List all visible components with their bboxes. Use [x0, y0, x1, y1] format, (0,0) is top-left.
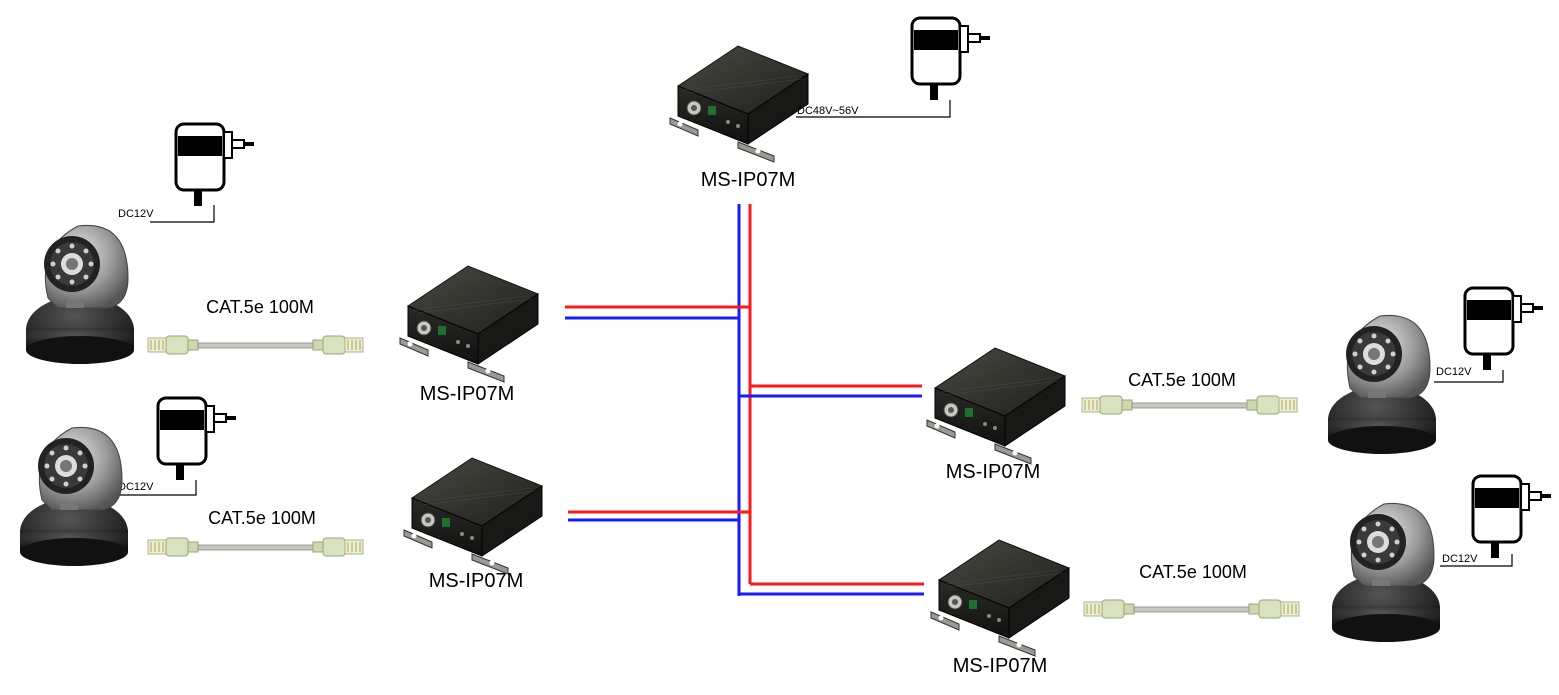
rj45-cable-icon	[1083, 599, 1300, 619]
psu-top-lead	[796, 100, 951, 118]
psu-right-lower-voltage: DC12V	[1442, 553, 1478, 565]
unit-left-lower-label: MS-IP07M	[429, 570, 523, 592]
ip-camera-icon	[25, 224, 135, 365]
unit-left-upper-label: MS-IP07M	[420, 383, 514, 405]
power-adapter-icon	[158, 116, 272, 230]
psu-right-lower-lead	[1440, 554, 1513, 567]
ip-camera-icon	[19, 426, 129, 567]
rj45-cable-icon	[147, 335, 364, 355]
cable-right-upper-label: CAT.5e 100M	[1128, 370, 1236, 390]
psu-left-upper-lead	[150, 205, 215, 223]
psu-left-lower-lead	[116, 480, 197, 496]
poe-extender-icon	[403, 457, 543, 575]
rj45-cable-icon	[1081, 395, 1298, 415]
psu-right-upper-voltage: DC12V	[1436, 366, 1472, 378]
rj45-cable-icon	[147, 537, 364, 557]
poe-extender-icon	[669, 45, 809, 163]
unit-top-label: MS-IP07M	[701, 169, 795, 191]
ip-camera-icon	[1331, 502, 1441, 643]
poe-extender-icon	[399, 265, 539, 383]
psu-right-upper-lead	[1434, 370, 1504, 383]
trunk-wires	[565, 204, 924, 596]
cable-left-upper-label: CAT.5e 100M	[206, 297, 314, 317]
cable-right-lower-label: CAT.5e 100M	[1139, 562, 1247, 582]
poe-extender-icon	[926, 347, 1066, 465]
ip-camera-icon	[1327, 314, 1437, 455]
unit-right-upper-label: MS-IP07M	[946, 461, 1040, 483]
psu-left-lower-voltage: DC12V	[118, 481, 154, 493]
power-adapter-icon	[894, 10, 1008, 124]
poe-extender-icon	[930, 539, 1070, 657]
unit-right-lower-label: MS-IP07M	[953, 655, 1047, 677]
psu-top-voltage: DC48V~56V	[797, 105, 859, 117]
psu-left-upper-voltage: DC12V	[118, 208, 154, 220]
cable-left-lower-label: CAT.5e 100M	[208, 508, 316, 528]
power-adapter-icon	[140, 390, 254, 504]
